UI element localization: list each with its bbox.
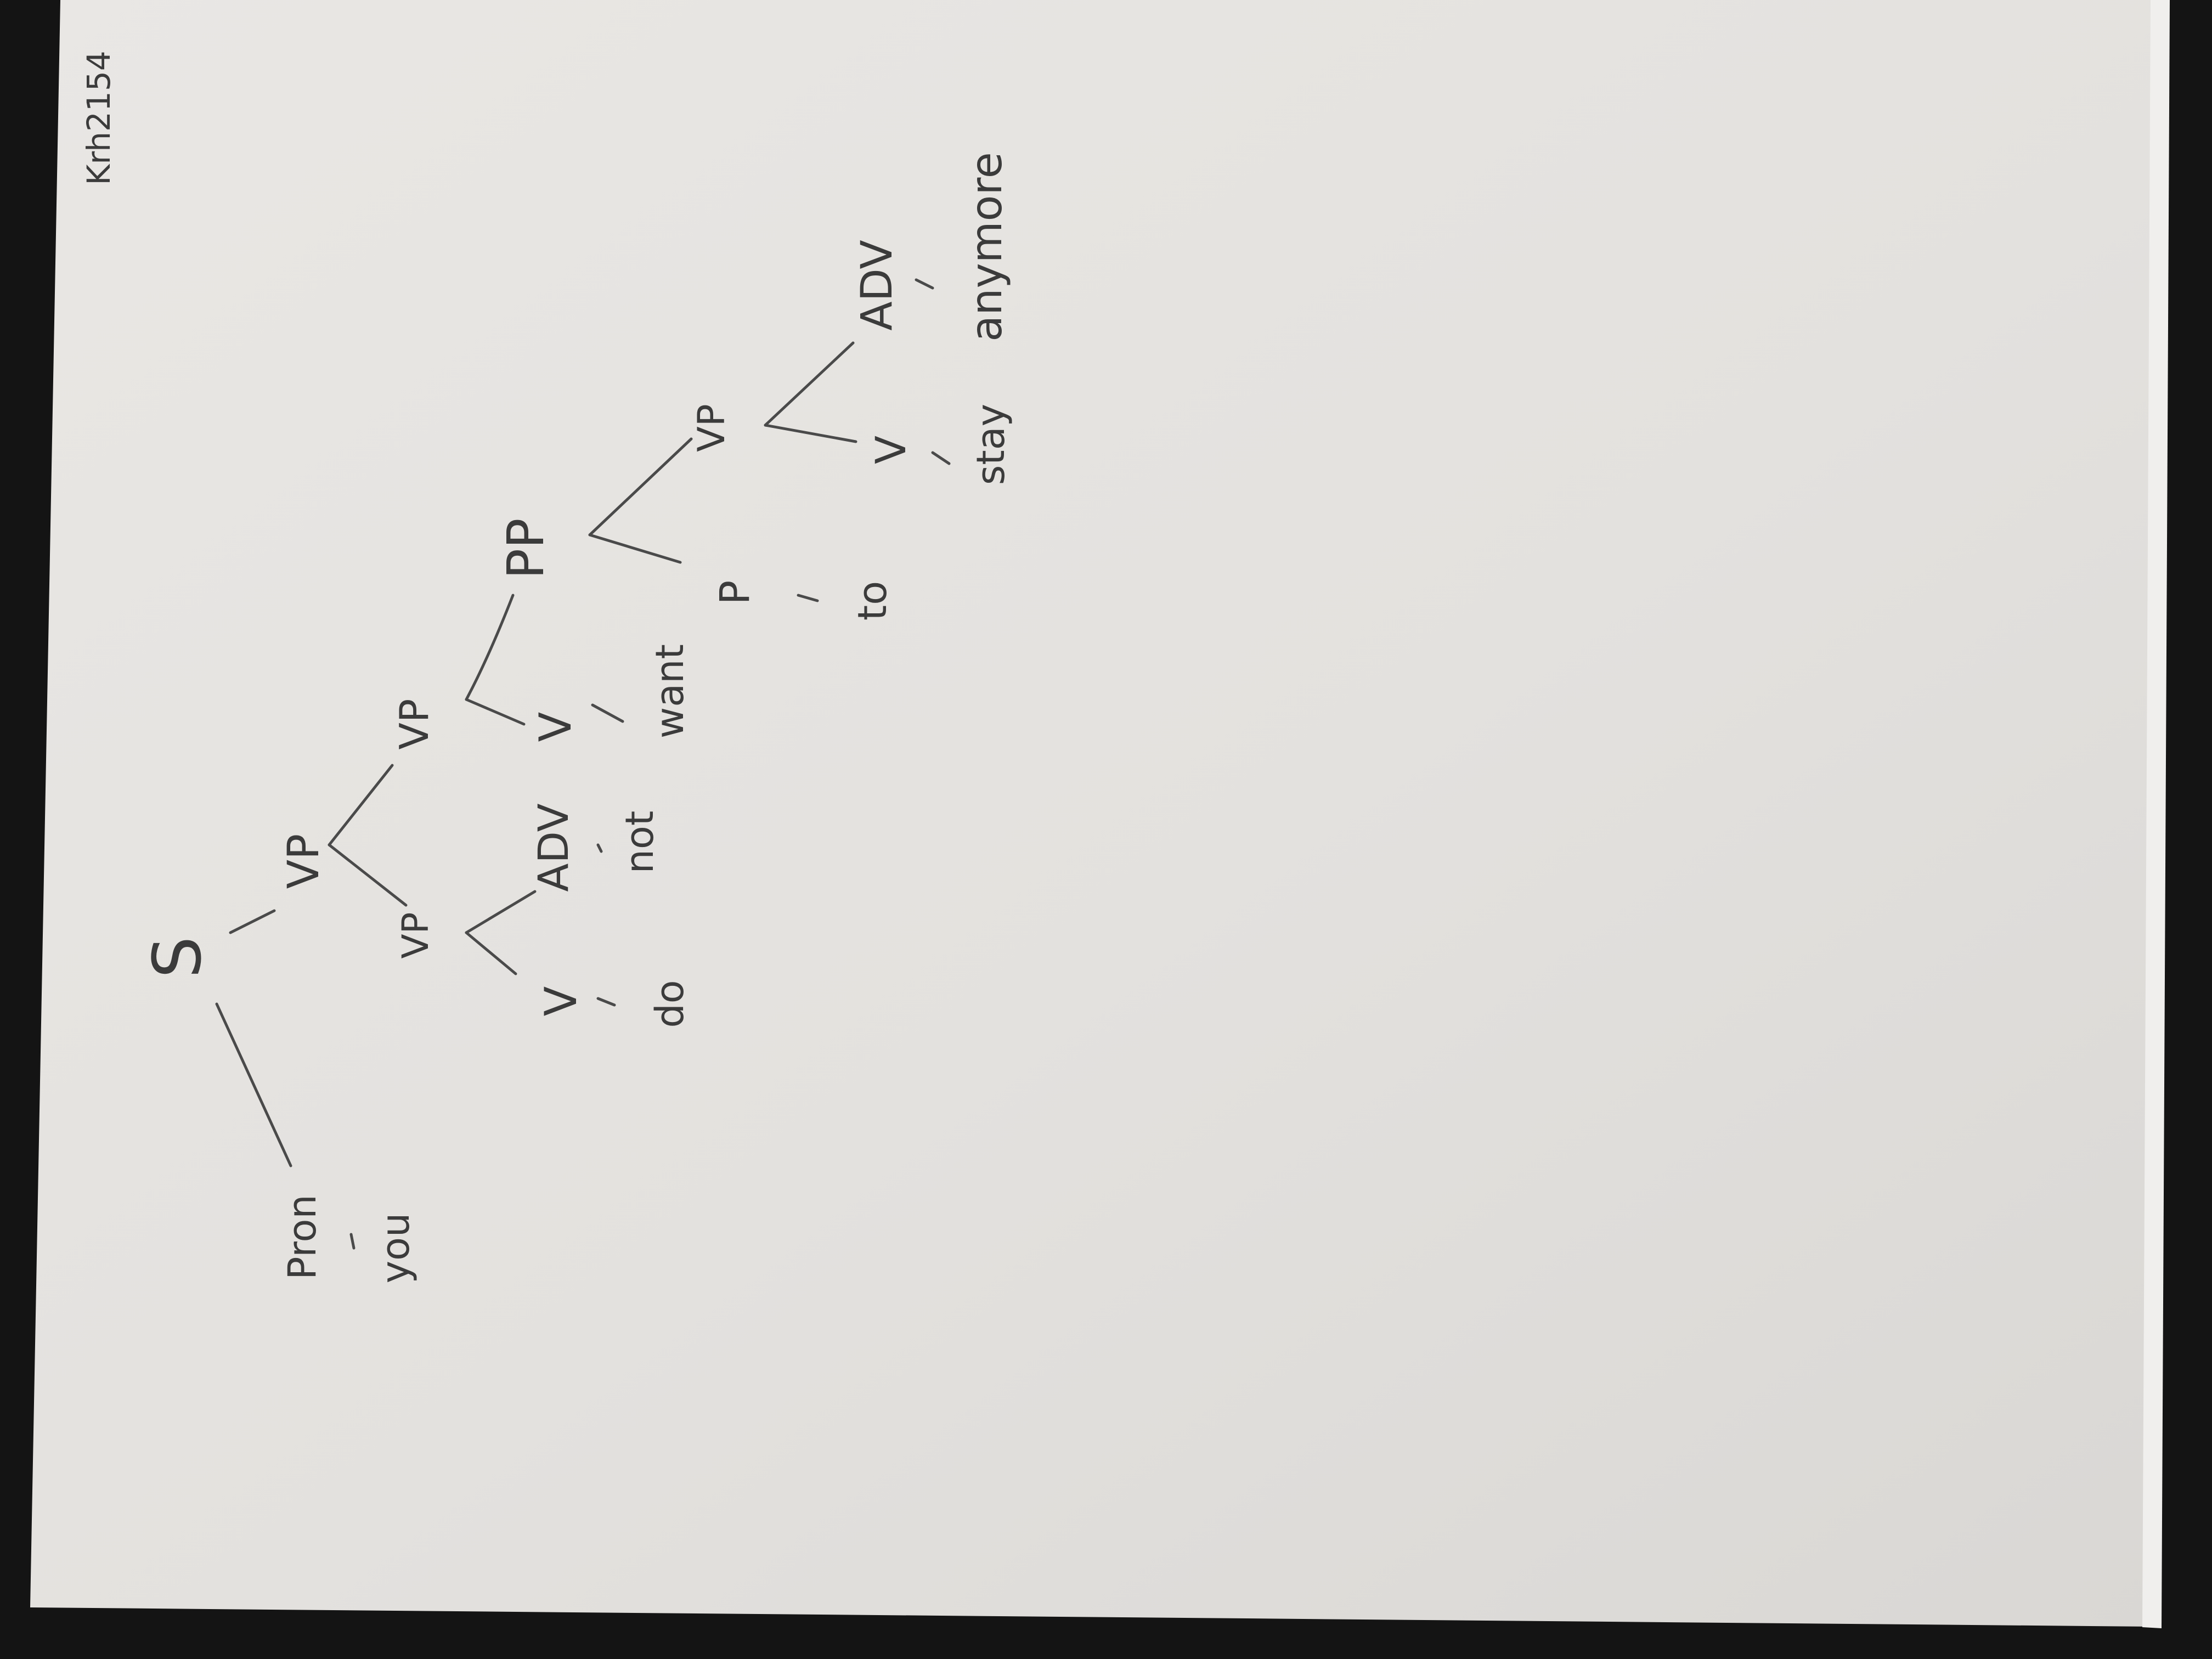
paper-edge bbox=[2142, 0, 2170, 1628]
edge-vp1-vp3 bbox=[328, 764, 394, 847]
word-to: to bbox=[849, 581, 895, 620]
node-p: P bbox=[712, 580, 759, 605]
node-s: S bbox=[140, 936, 216, 978]
tree-nodes: S Pron you VP VP V do ADV not VP V want … bbox=[140, 152, 1013, 1283]
edge-adv-not bbox=[596, 843, 603, 853]
edge-s-pron bbox=[215, 1002, 292, 1167]
word-you: you bbox=[373, 1213, 418, 1284]
edge-v-do bbox=[596, 997, 616, 1007]
tree-edges bbox=[215, 278, 951, 1250]
edge-s-vp1 bbox=[229, 909, 276, 934]
node-adv-not: ADV bbox=[529, 803, 578, 891]
node-adv-anymore: ADV bbox=[853, 240, 902, 330]
edge-pron-you bbox=[349, 1233, 356, 1250]
node-pron: Pron bbox=[280, 1194, 325, 1279]
edge-pp-p bbox=[588, 533, 682, 564]
edge-vp2-adv bbox=[465, 890, 537, 934]
edge-v-want bbox=[591, 703, 624, 723]
edge-vp1-vp2 bbox=[328, 843, 408, 907]
edge-vp2-v bbox=[465, 931, 517, 975]
edge-v-stay bbox=[931, 451, 951, 465]
edge-pp-vp4 bbox=[588, 437, 693, 537]
edge-p-to bbox=[797, 594, 819, 602]
node-v-want: V bbox=[530, 712, 581, 742]
word-want: want bbox=[647, 644, 692, 738]
author-id: Krh2154 bbox=[80, 50, 117, 185]
node-vp2: VP bbox=[394, 912, 437, 959]
word-stay: stay bbox=[968, 404, 1013, 485]
edge-vp3-pp bbox=[465, 594, 515, 701]
word-not: not bbox=[617, 811, 662, 874]
paper-sheet bbox=[30, 0, 2162, 1627]
node-vp1: VP bbox=[279, 834, 329, 889]
word-do: do bbox=[647, 980, 692, 1028]
node-vp3: VP bbox=[391, 699, 437, 750]
node-v-stay: V bbox=[866, 436, 915, 464]
edge-vp4-v bbox=[764, 424, 857, 443]
edge-vp3-v bbox=[465, 698, 526, 726]
edge-adv-anymore bbox=[915, 278, 934, 290]
node-vp4: VP bbox=[690, 404, 733, 452]
edge-vp4-adv bbox=[764, 341, 855, 427]
word-anymore: anymore bbox=[962, 152, 1012, 341]
node-pp: PP bbox=[496, 518, 555, 579]
node-v-do: V bbox=[535, 986, 586, 1016]
